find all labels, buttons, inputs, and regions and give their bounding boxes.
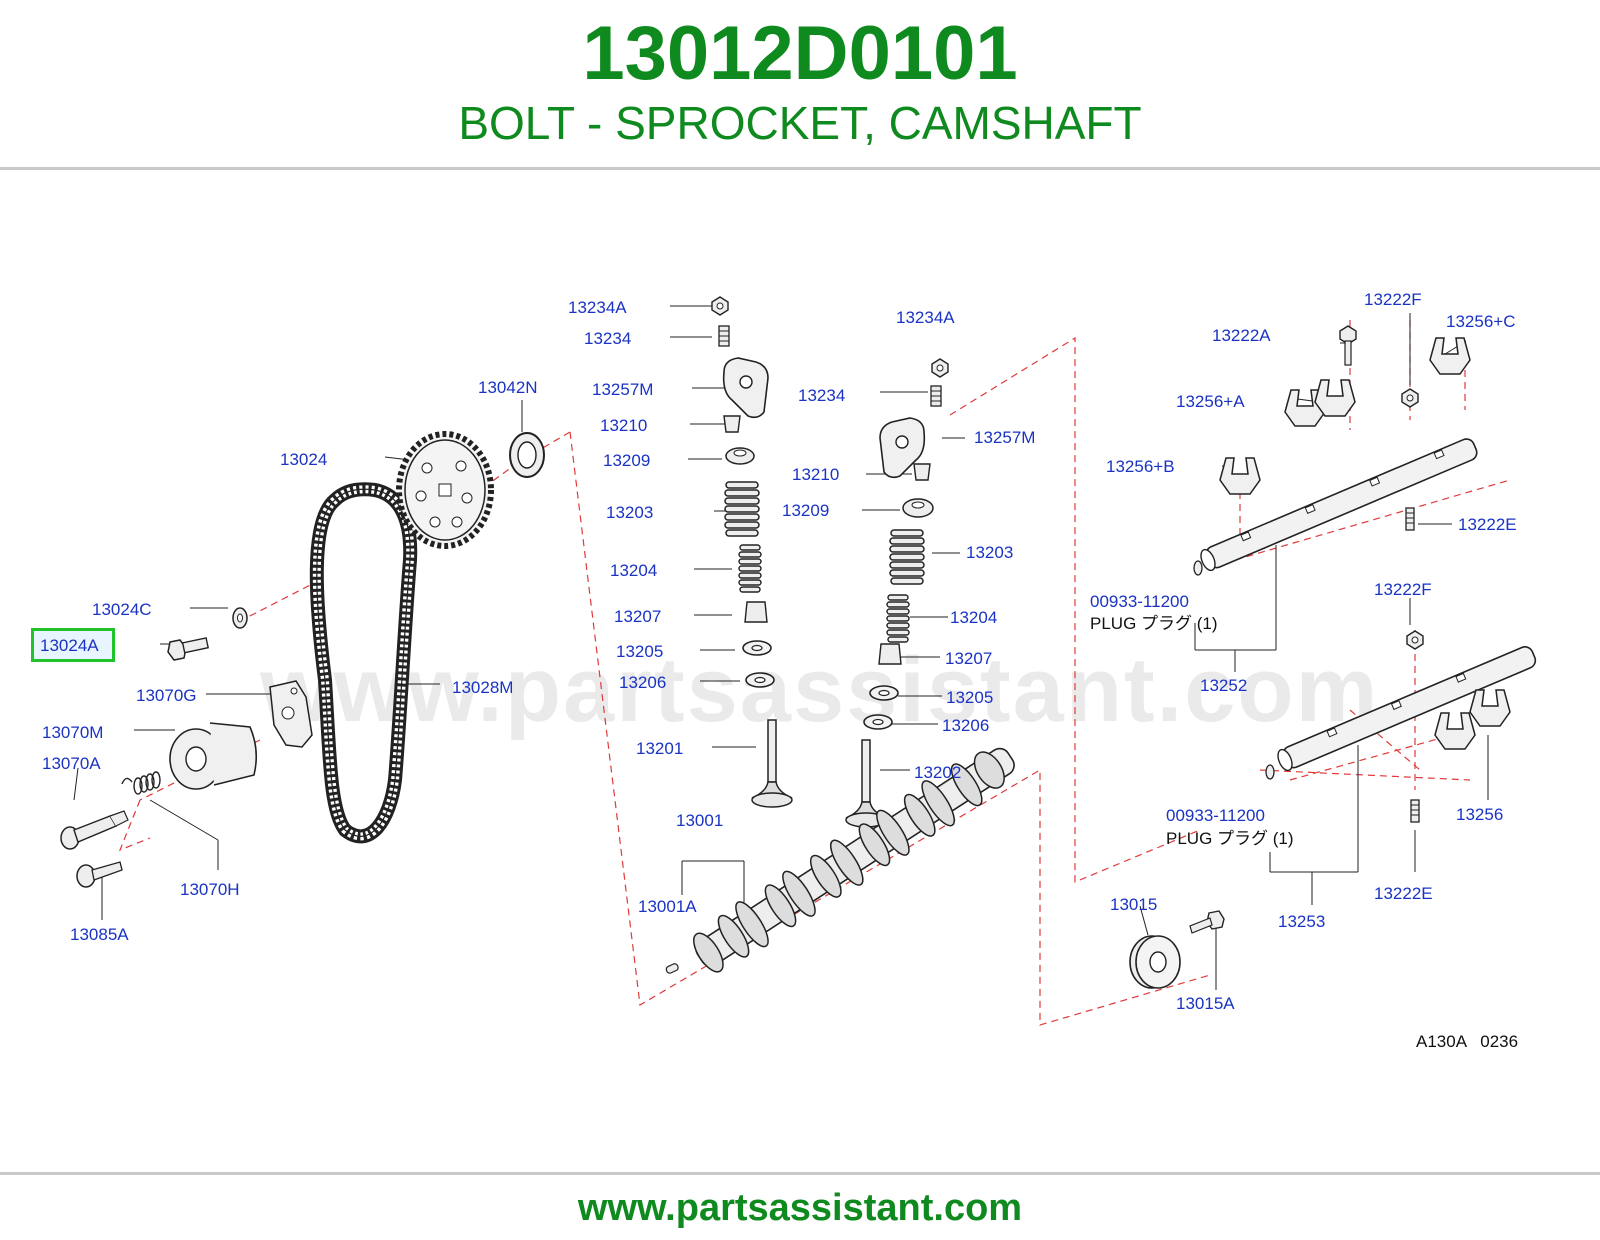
highlighted-part-box (31, 628, 115, 662)
label-13203-b[interactable]: 13203 (966, 543, 1014, 562)
label-13042N[interactable]: 13042N (478, 378, 538, 397)
label-13222A[interactable]: 13222A (1212, 326, 1271, 345)
part-number: 13012D0101 (582, 11, 1018, 96)
label-13204-b[interactable]: 13204 (950, 608, 998, 627)
label-13205-b[interactable]: 13205 (946, 688, 994, 707)
label-13253[interactable]: 13253 (1278, 912, 1326, 931)
label-13257M-b[interactable]: 13257M (974, 428, 1036, 447)
label-00933-11200-b[interactable]: 00933-11200 (1166, 806, 1265, 825)
camshaft-sprocket (396, 431, 494, 549)
valve-train-exhaust (845, 358, 949, 828)
label-00933-11200-a[interactable]: 00933-11200 (1090, 592, 1189, 611)
watermark: www.partsassistant.com (260, 639, 1380, 741)
label-13256A[interactable]: 13256+A (1176, 392, 1245, 411)
label-13256B[interactable]: 13256+B (1106, 457, 1175, 476)
label-13001A[interactable]: 13001A (638, 897, 697, 916)
label-13024C[interactable]: 13024C (92, 600, 152, 619)
label-13206-b[interactable]: 13206 (942, 716, 990, 735)
valve-train-intake (711, 296, 793, 808)
label-13202[interactable]: 13202 (914, 763, 962, 782)
label-13015[interactable]: 13015 (1110, 895, 1158, 914)
footer-url[interactable]: www.partsassistant.com (577, 1187, 1023, 1229)
footer-divider (0, 1172, 1600, 1175)
label-13234-b[interactable]: 13234 (798, 386, 846, 405)
label-13205-a[interactable]: 13205 (616, 642, 664, 661)
label-13203-a[interactable]: 13203 (606, 503, 654, 522)
label-13207-a[interactable]: 13207 (614, 607, 662, 626)
label-13209-a[interactable]: 13209 (603, 451, 651, 470)
label-13210-a[interactable]: 13210 (600, 416, 648, 435)
label-plug-b: PLUG プラグ (1) (1166, 829, 1294, 848)
rocker-shaft-lower (1265, 630, 1537, 823)
label-13024A-highlighted[interactable]: 13024A (40, 636, 99, 655)
label-13070A[interactable]: 13070A (42, 754, 101, 773)
timing-belt (309, 482, 418, 844)
label-13256[interactable]: 13256 (1456, 805, 1504, 824)
label-13210-b[interactable]: 13210 (792, 465, 840, 484)
label-13222F-a[interactable]: 13222F (1364, 290, 1422, 309)
label-13252[interactable]: 13252 (1200, 676, 1248, 695)
label-plug-a: PLUG プラグ (1) (1090, 614, 1218, 633)
rocker-shaft-upper (1193, 325, 1478, 576)
label-13015A[interactable]: 13015A (1176, 994, 1235, 1013)
label-13028M[interactable]: 13028M (452, 678, 514, 697)
idler-pulley (1129, 935, 1181, 989)
label-13024[interactable]: 13024 (280, 450, 328, 469)
header-divider (0, 167, 1600, 170)
label-13209-b[interactable]: 13209 (782, 501, 830, 520)
label-13257M-a[interactable]: 13257M (592, 380, 654, 399)
sprocket-bolt (167, 637, 210, 661)
label-13001[interactable]: 13001 (676, 811, 724, 830)
part-title: BOLT - SPROCKET, CAMSHAFT (458, 97, 1142, 149)
label-13234-a[interactable]: 13234 (584, 329, 632, 348)
label-13070G[interactable]: 13070G (136, 686, 197, 705)
label-13204-a[interactable]: 13204 (610, 561, 658, 580)
label-13207-b[interactable]: 13207 (945, 649, 993, 668)
label-13222E-b[interactable]: 13222E (1374, 884, 1433, 903)
oil-seal (509, 432, 545, 478)
diagram-reference-code: A130A 0236 (1416, 1032, 1519, 1051)
label-13256C[interactable]: 13256+C (1446, 312, 1516, 331)
label-13085A[interactable]: 13085A (70, 925, 129, 944)
label-13234A-a[interactable]: 13234A (568, 298, 627, 317)
tensioner-pulley (169, 722, 258, 790)
camshaft (693, 747, 1015, 973)
page-header: 13012D0101 BOLT - SPROCKET, CAMSHAFT (0, 0, 1600, 170)
label-13234A-b[interactable]: 13234A (896, 308, 955, 327)
label-13070M[interactable]: 13070M (42, 723, 104, 742)
label-13206-a[interactable]: 13206 (619, 673, 667, 692)
label-13222F-b[interactable]: 13222F (1374, 580, 1432, 599)
label-13222E-a[interactable]: 13222E (1458, 515, 1517, 534)
label-13201[interactable]: 13201 (636, 739, 684, 758)
label-13070H[interactable]: 13070H (180, 880, 240, 899)
